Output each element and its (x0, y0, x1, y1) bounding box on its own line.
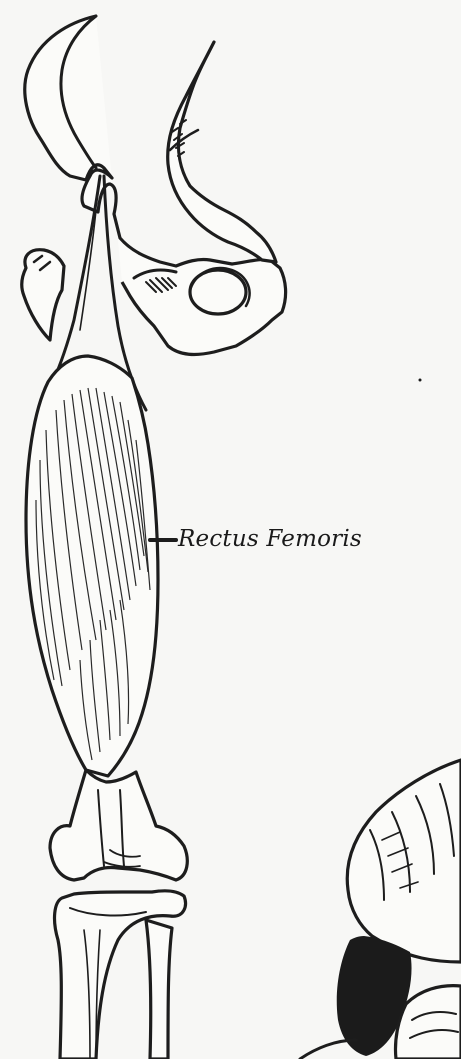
rectus-femoris-label: Rectus Femoris (178, 526, 362, 552)
rectus-femoris-muscle (26, 356, 176, 776)
partial-second-figure (300, 760, 461, 1059)
ink-speck (419, 379, 422, 382)
knee-joint (50, 770, 187, 1059)
greater-trochanter (22, 250, 64, 340)
pelvis (25, 16, 286, 354)
